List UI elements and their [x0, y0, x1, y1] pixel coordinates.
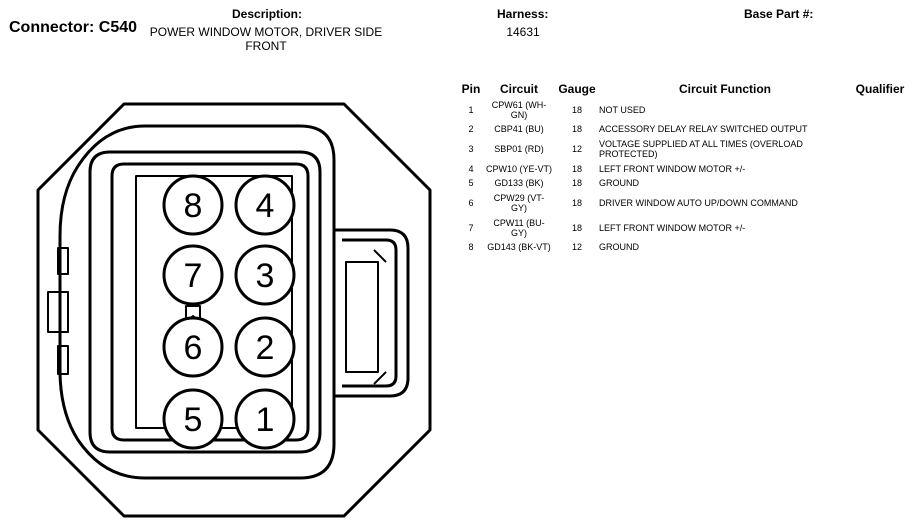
connector-face-diagram: 8 4 7 3 6 2 5 1	[36, 102, 432, 518]
row-1-circuit: CPW61 (WH-GN)	[491, 100, 547, 120]
pin-shroud-outer	[88, 150, 322, 454]
col-header-circuit: Circuit	[499, 82, 538, 96]
row-1-gauge: 18	[571, 105, 582, 115]
row-1-function: NOT USED	[599, 105, 646, 115]
col-header-gauge: Gauge	[558, 82, 596, 96]
latch-ramp	[373, 249, 387, 385]
row-2-pin: 2	[468, 124, 474, 134]
row-2-circuit: CBP41 (BU)	[494, 124, 544, 134]
row-7-function: LEFT FRONT WINDOW MOTOR +/-	[599, 223, 746, 233]
description-line-1: POWER WINDOW MOTOR, DRIVER SIDE	[149, 25, 383, 39]
description-label: Description:	[232, 7, 303, 21]
row-4-circuit: CPW10 (YE-VT)	[486, 164, 553, 174]
row-8-pin: 8	[468, 242, 474, 252]
col-header-qualifier: Qualifier	[855, 82, 905, 96]
pin-label-4: 4	[256, 187, 275, 225]
row-2-gauge: 18	[571, 124, 582, 134]
row-6-circuit: CPW29 (VT-GY)	[493, 193, 545, 213]
col-header-circuit-function: Circuit Function	[679, 82, 771, 96]
row-2-function: ACCESSORY DELAY RELAY SWITCHED OUTPUT	[599, 124, 808, 134]
row-1-pin: 1	[468, 105, 474, 115]
side-slot-bottom	[57, 345, 69, 375]
row-5-pin: 5	[468, 178, 474, 188]
pin-3-cavity	[234, 244, 296, 306]
connector-body-contour	[58, 124, 336, 480]
pin-label-3: 3	[256, 257, 275, 295]
pin-label-2: 2	[256, 329, 275, 367]
pin-label-1: 1	[256, 401, 275, 439]
harness-label: Harness:	[497, 7, 549, 21]
row-4-pin: 4	[468, 164, 474, 174]
pin-2-cavity	[234, 316, 296, 378]
row-6-function: DRIVER WINDOW AUTO UP/DOWN COMMAND	[599, 198, 798, 208]
pin-4-cavity	[234, 174, 296, 236]
side-slot-top	[57, 247, 69, 275]
row-5-circuit: GD133 (BK)	[494, 178, 544, 188]
description-line-2: FRONT	[245, 39, 287, 53]
row-8-circuit: GD143 (BK-VT)	[487, 242, 551, 252]
locking-tab-inner	[342, 238, 398, 388]
pin-label-8: 8	[184, 187, 203, 225]
pin-1-cavity	[234, 388, 296, 450]
connector-outer-body	[36, 102, 432, 518]
row-3-circuit: SBP01 (RD)	[494, 144, 544, 154]
base-part-label: Base Part #:	[744, 7, 814, 21]
row-6-pin: 6	[468, 198, 474, 208]
col-header-pin: Pin	[461, 82, 481, 96]
row-3-gauge: 12	[571, 144, 582, 154]
locking-latch	[345, 261, 379, 373]
locking-tab	[334, 228, 410, 398]
row-7-circuit: CPW11 (BU-GY)	[493, 218, 545, 238]
pin-5-cavity	[162, 388, 224, 450]
row-5-function: GROUND	[599, 178, 639, 188]
row-4-function: LEFT FRONT WINDOW MOTOR +/-	[599, 164, 746, 174]
connector-title: Connector: C540	[9, 19, 138, 36]
row-6-gauge: 18	[571, 198, 582, 208]
side-slot-middle	[47, 291, 69, 333]
row-4-gauge: 18	[571, 164, 582, 174]
row-8-function: GROUND	[599, 242, 639, 252]
row-3-pin: 3	[468, 144, 474, 154]
pin-shroud-inner	[110, 162, 310, 442]
row-7-gauge: 18	[571, 223, 582, 233]
harness-value: 14631	[506, 25, 540, 39]
pin-label-7: 7	[184, 257, 203, 295]
pin-6-cavity	[162, 316, 224, 378]
row-7-pin: 7	[468, 223, 474, 233]
row-5-gauge: 18	[571, 178, 582, 188]
pin-label-6: 6	[184, 329, 203, 367]
description-value: POWER WINDOW MOTOR, DRIVER SIDE FRONT	[140, 25, 392, 53]
pin-7-cavity	[162, 244, 224, 306]
row-8-gauge: 12	[571, 242, 582, 252]
pin-8-cavity	[162, 174, 224, 236]
pin-label-5: 5	[184, 401, 203, 439]
